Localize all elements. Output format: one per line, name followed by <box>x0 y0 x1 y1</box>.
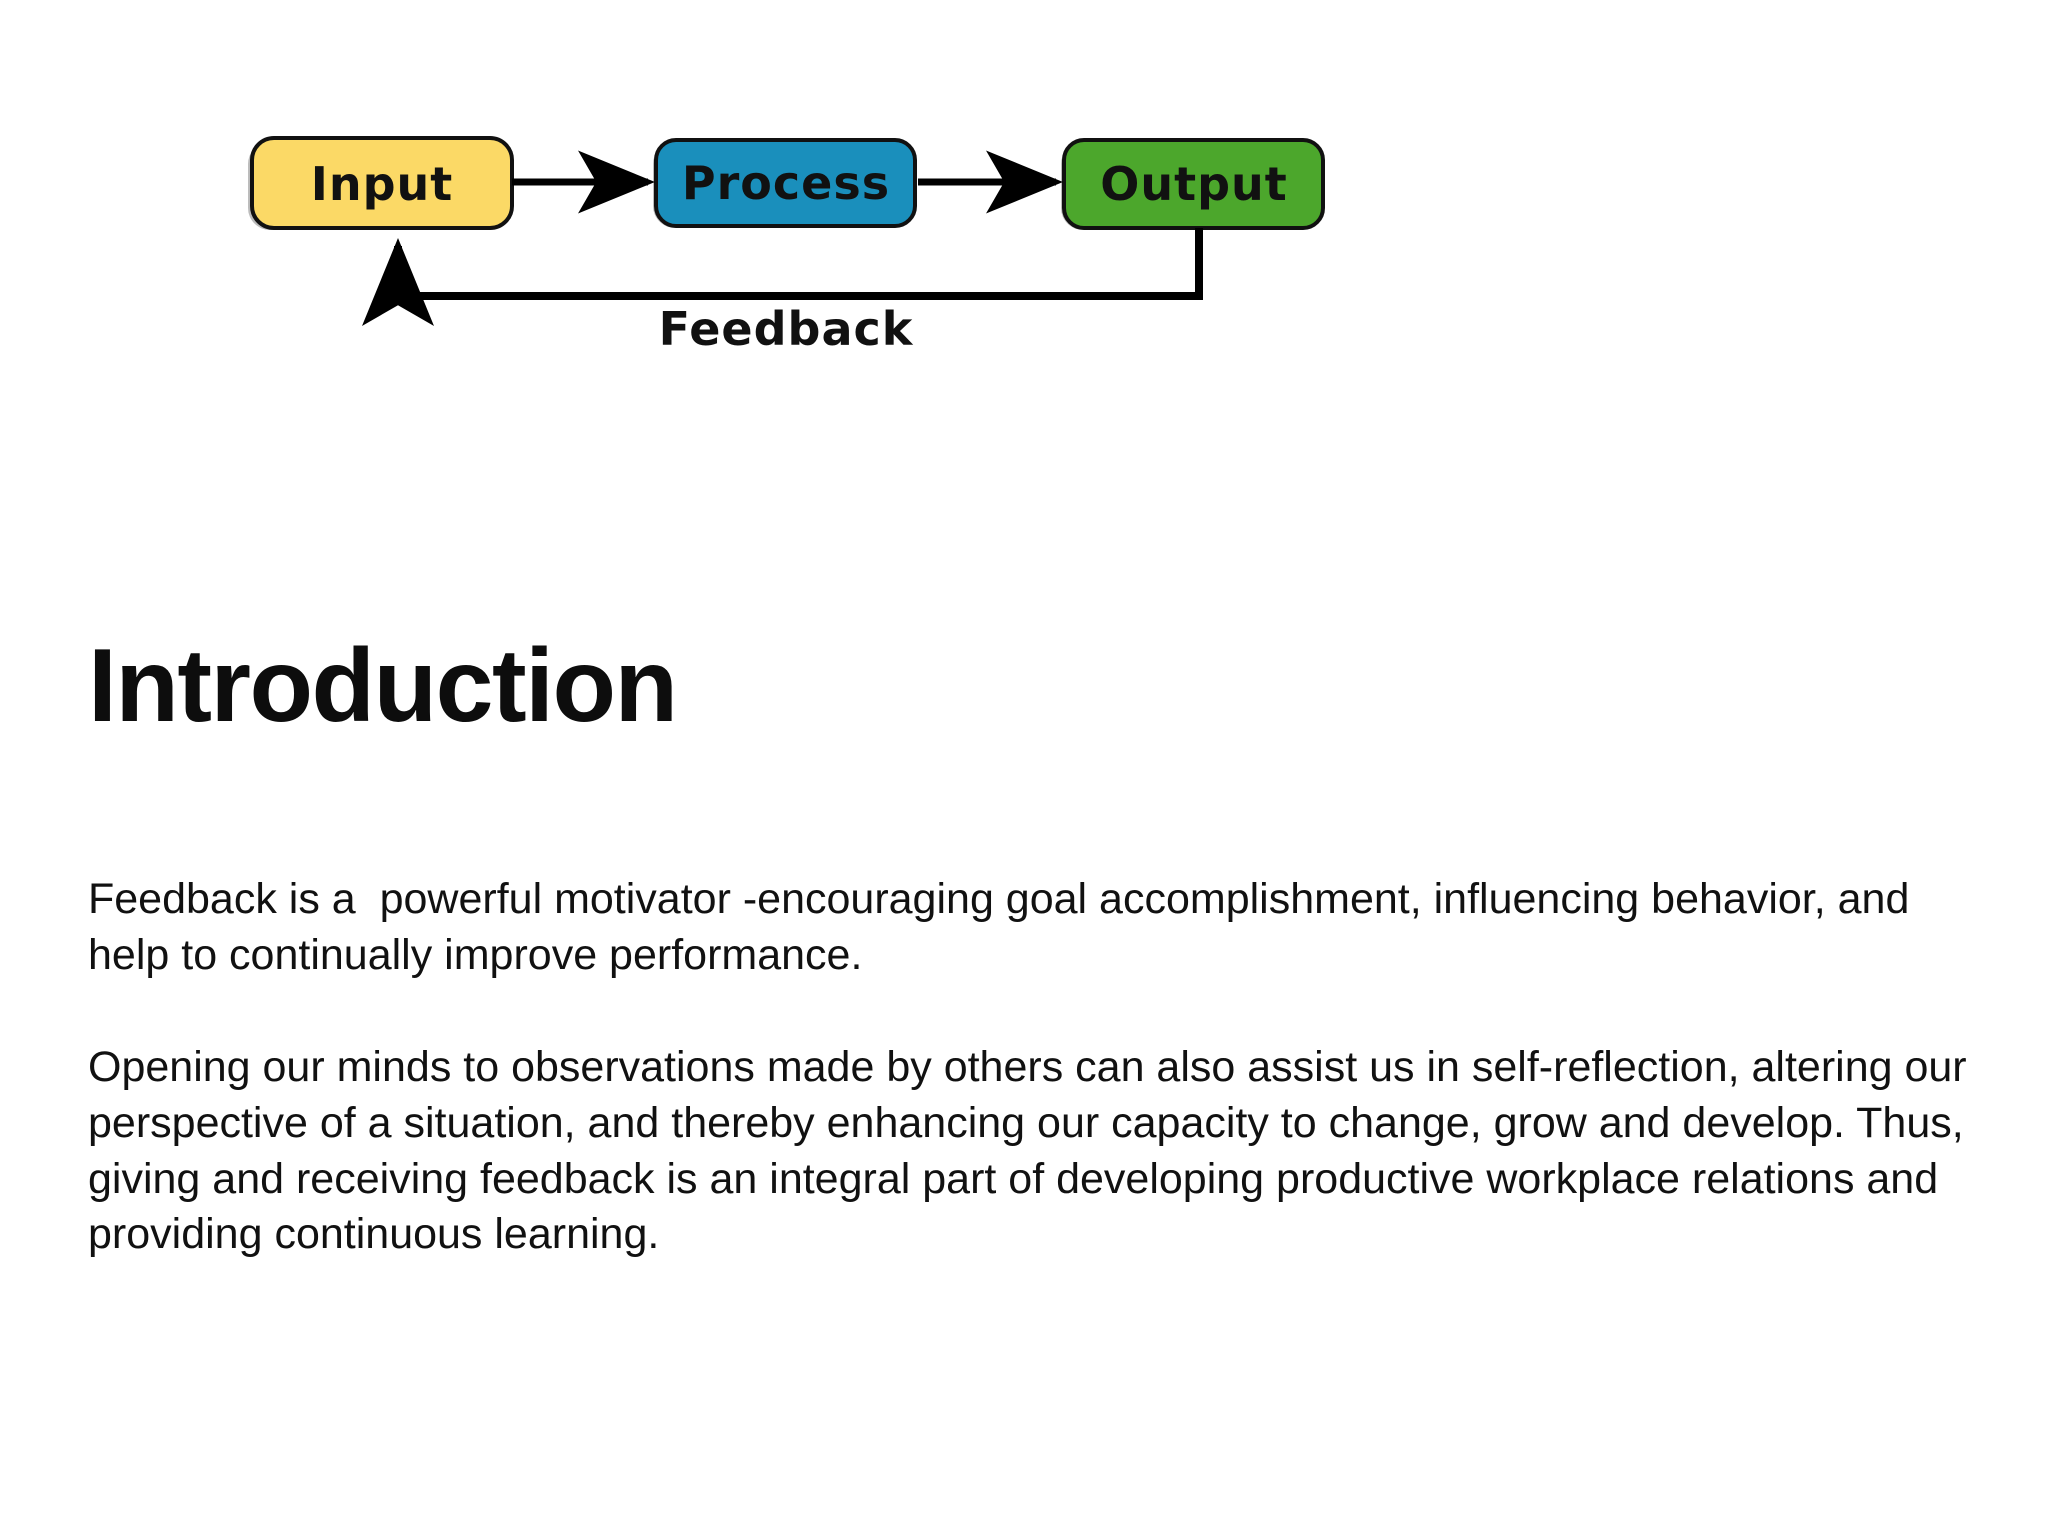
paragraph-1: Feedback is a powerful motivator -encour… <box>88 875 1922 979</box>
diagram-node-process: Process <box>654 138 917 228</box>
diagram-node-input: Input <box>250 136 514 230</box>
feedback-loop-label: Feedback <box>659 302 914 356</box>
connector-output-to-input-feedback <box>362 228 1203 326</box>
diagram-node-process-label: Process <box>682 156 890 210</box>
diagram-node-input-label: Input <box>311 157 454 211</box>
page-title: Introduction <box>88 628 678 744</box>
feedback-loop-diagram: Input Process Output <box>0 0 2048 480</box>
body-copy: Feedback is a powerful motivator -encour… <box>88 872 1978 1263</box>
paragraph-2: Opening our minds to observations made b… <box>88 1042 1979 1259</box>
diagram-node-output: Output <box>1062 138 1325 230</box>
diagram-node-output-label: Output <box>1100 157 1288 211</box>
